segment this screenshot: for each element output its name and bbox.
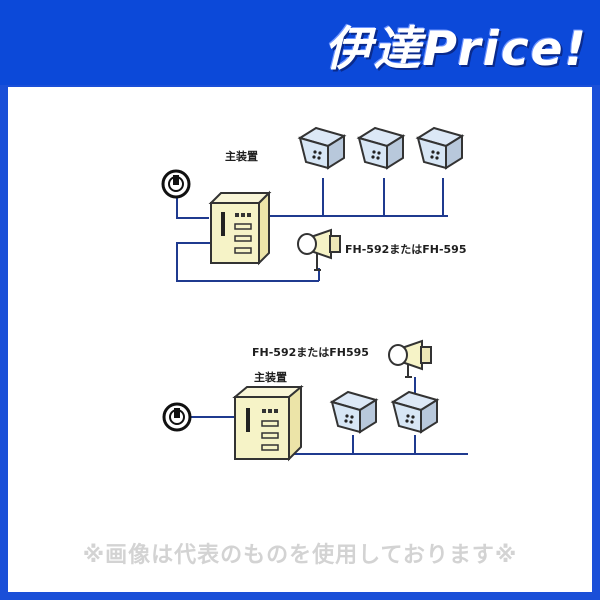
wiring-lines-top: [176, 178, 448, 282]
line-terminal-icon: [161, 169, 191, 199]
diagram-bottom-svg: [162, 339, 468, 462]
telephone-icon-bottom-1: [329, 390, 379, 434]
image-note: ※画像は代表のものを使用しております※: [82, 543, 518, 568]
loudspeaker-icon-bottom: [388, 339, 432, 378]
telephone-icon-1: [297, 126, 347, 170]
system-diagram-bottom: FH-592またはFH595 主装置: [153, 332, 468, 462]
diagram-top-svg: [161, 126, 465, 282]
line-terminal-icon-bottom: [162, 402, 192, 432]
header-bar: 伊達Price!: [0, 0, 600, 85]
loudspeaker-label-bottom: FH-592またはFH595: [252, 346, 369, 359]
telephone-icon-3: [415, 126, 465, 170]
main-unit-icon-bottom: [232, 384, 304, 462]
telephone-icon-bottom-2: [390, 390, 440, 434]
loudspeaker-label-top: FH-592またはFH-595: [345, 243, 467, 256]
content-area: 主装置 FH-592またはFH-595: [8, 87, 592, 592]
loudspeaker-icon: [297, 228, 341, 271]
system-diagram-top: 主装置 FH-592またはFH-595: [153, 123, 468, 293]
main-unit-label-top: 主装置: [225, 150, 258, 163]
telephone-icon-2: [356, 126, 406, 170]
brand-logo: 伊達Price!: [324, 22, 588, 77]
main-unit-icon: [208, 190, 272, 266]
main-unit-label-bottom: 主装置: [254, 371, 287, 384]
